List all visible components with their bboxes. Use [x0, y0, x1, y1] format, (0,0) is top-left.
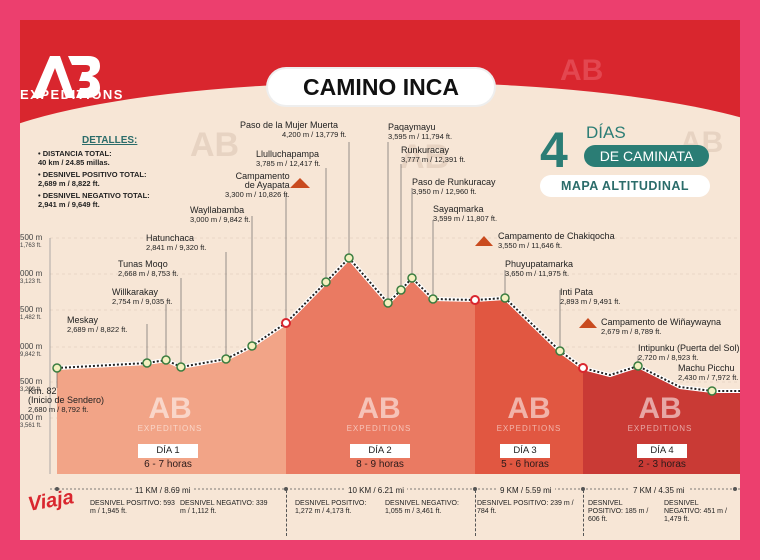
details-value: 40 km / 24.85 millas. [38, 158, 110, 167]
map-subtitle: MAPA ALTITUDINAL [540, 175, 710, 197]
camp-marker [470, 295, 480, 305]
watermark: AB [190, 126, 240, 164]
day-2-distance: 10 KM / 6.21 mi [345, 486, 408, 495]
waypoint-km82: Km. 82(Inicio de Sendero)2,680 m / 8,792… [28, 386, 105, 415]
watermark: AB [400, 138, 450, 176]
waypoint-marker [633, 361, 643, 371]
day-3-pos: DESNIVEL POSITIVO: 239 m / 784 ft. [477, 500, 574, 515]
waypoint-marker [142, 358, 152, 368]
day-1-pos: DESNIVEL POSITIVO: 593 m / 1,945 ft. [90, 500, 175, 515]
details-heading: DETALLES: [82, 135, 138, 146]
brand-logo [30, 54, 120, 102]
day-4-pos: DESNIVEL POSITIVO: 185 m / 606 ft. [588, 500, 649, 523]
details-value: 2,941 m / 9,649 ft. [38, 200, 100, 209]
waypoint-marker [555, 346, 565, 356]
days-word: DÍAS [586, 123, 626, 142]
waypoint-marker [500, 293, 510, 303]
waypoint-marker [52, 363, 62, 373]
waypoint-marker [396, 285, 406, 295]
waypoint-marker [344, 253, 354, 263]
details-label: • DESNIVEL NEGATIVO TOTAL: [38, 191, 150, 200]
tent-icon [475, 236, 493, 246]
details-item: • DISTANCIA TOTAL:40 km / 24.85 millas. [38, 149, 178, 167]
day-1-distance: 11 KM / 8.69 mi [132, 486, 194, 495]
brand-subtitle: EXPEDITIONS [20, 87, 124, 102]
waypoint-marker [321, 277, 331, 287]
day-1-hours: 6 - 7 horas [144, 459, 192, 470]
waypoint-marker [221, 354, 231, 364]
details-item: • DESNIVEL POSITIVO TOTAL:2,689 m / 8,82… [38, 170, 178, 188]
details-item: • DESNIVEL NEGATIVO TOTAL:2,941 m / 9,64… [38, 191, 178, 209]
waypoint-intipunku: Intipunku (Puerta del Sol)2,720 m / 8,92… [638, 343, 740, 363]
day-2-pos: DESNIVEL POSITIVO: 1,272 m / 4,173 ft. [295, 500, 367, 515]
day-4-distance: 7 KM / 4.35 mi [630, 486, 688, 495]
day-1-neg: DESNIVEL NEGATIVO: 339 m / 1,112 ft. [180, 500, 268, 515]
day-2-neg: DESNIVEL NEGATIVO: 1,055 m / 3,461 ft. [385, 500, 459, 515]
day-4-neg: DESNIVEL NEGATIVO: 451 m / 1,479 ft. [664, 500, 727, 523]
camp-marker [578, 363, 588, 373]
day-4-hours: 2 - 3 horas [638, 459, 686, 470]
waypoint-marker [383, 298, 393, 308]
segment-day-4 [583, 366, 740, 474]
tent-icon [579, 318, 597, 328]
day-3-hours: 5 - 6 horas [501, 459, 549, 470]
day-2-pill: DÍA 2 [350, 444, 410, 458]
day-1-pill: DÍA 1 [138, 444, 198, 458]
waypoint-marker [707, 386, 717, 396]
waypoint-marker [247, 341, 257, 351]
day-3-pill: DÍA 3 [500, 444, 550, 458]
waypoint-marker [176, 362, 186, 372]
day-3-distance: 9 KM / 5.59 mi [497, 486, 555, 495]
waypoint-marker [161, 355, 171, 365]
altitude-profile [49, 142, 740, 491]
watermark: AB [560, 54, 604, 87]
page-title: CAMINO INCA [268, 69, 494, 105]
day-2-hours: 8 - 9 horas [356, 459, 404, 470]
segment-day-3 [475, 298, 583, 474]
altitude-map-card: AB AB AB AB EXPEDITIONS CAMINO INCA DETA… [20, 20, 740, 540]
waypoint-marker [428, 294, 438, 304]
days-pill: DE CAMINATA [584, 145, 709, 167]
camp-marker [281, 318, 291, 328]
details-box: DETALLES: • DISTANCIA TOTAL:40 km / 24.8… [38, 135, 178, 209]
waypoint-marker [407, 273, 417, 283]
segment-day-2 [286, 258, 475, 474]
details-label: • DESNIVEL POSITIVO TOTAL: [38, 170, 147, 179]
details-value: 2,689 m / 8,822 ft. [38, 179, 100, 188]
tent-icon [290, 178, 310, 188]
details-label: • DISTANCIA TOTAL: [38, 149, 112, 158]
day-4-pill: DÍA 4 [637, 444, 687, 458]
days-number: 4 [540, 122, 568, 178]
